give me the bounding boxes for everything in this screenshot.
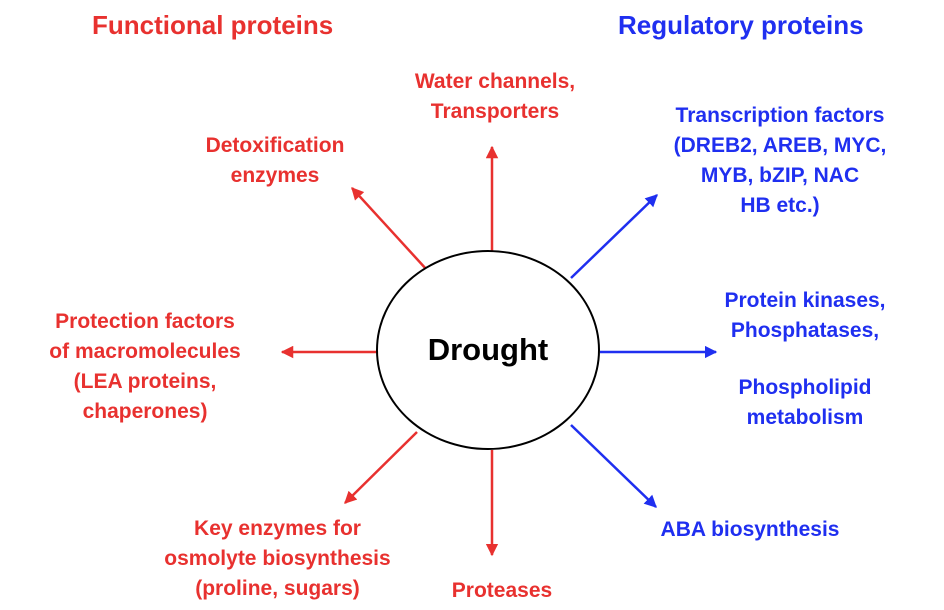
aba-biosynthesis-label: ABA biosynthesis — [630, 515, 870, 545]
transcription-line-1: Transcription factors — [675, 104, 885, 127]
kinases-line-2: Phosphatases, — [730, 319, 880, 342]
osmolyte-line-1: Key enzymes for — [194, 517, 361, 540]
detoxification-line-1: Detoxification — [205, 134, 345, 157]
osmolyte-line-2: osmolyte biosynthesis — [164, 547, 391, 570]
transcription-factors-label: Transcription factors (DREB2, AREB, MYC,… — [640, 101, 920, 221]
arrow-to-aba-biosynthesis — [570, 424, 657, 508]
phospholipid-line-2: metabolism — [746, 406, 864, 429]
arrow-to-osmolyte-enzymes — [344, 431, 418, 504]
drought-label: Drought — [427, 332, 549, 367]
protection-line-1: Protection factors — [55, 310, 235, 333]
water-channels-line-1: Water channels, — [414, 70, 576, 93]
proteases-line-1: Proteases — [451, 579, 553, 602]
detoxification-label: Detoxification enzymes — [175, 131, 375, 191]
kinases-line-1: Protein kinases, — [724, 289, 886, 312]
phospholipid-line-1: Phospholipid — [738, 376, 872, 399]
water-channels-label: Water channels, Transporters — [395, 67, 595, 127]
water-channels-line-2: Transporters — [430, 100, 560, 123]
protection-factors-label: Protection factors of macromolecules (LE… — [20, 307, 270, 427]
osmolyte-enzymes-label: Key enzymes for osmolyte biosynthesis (p… — [135, 514, 420, 604]
arrow-to-transcription-factors — [570, 194, 658, 279]
osmolyte-line-3: (proline, sugars) — [195, 577, 360, 600]
detoxification-line-2: enzymes — [230, 164, 320, 187]
transcription-line-4: HB etc.) — [740, 194, 820, 217]
drought-circle — [376, 250, 600, 450]
proteases-label: Proteases — [432, 576, 572, 606]
transcription-line-2: (DREB2, AREB, MYC, — [673, 134, 887, 157]
regulatory-proteins-heading: Regulatory proteins — [618, 10, 864, 40]
phospholipid-label: Phospholipid metabolism — [695, 373, 915, 433]
kinases-label: Protein kinases, Phosphatases, — [695, 286, 915, 346]
aba-line-1: ABA biosynthesis — [660, 518, 840, 541]
protection-line-4: chaperones) — [82, 400, 208, 423]
protection-line-3: (LEA proteins, — [73, 370, 217, 393]
arrow-to-detoxification — [351, 187, 428, 271]
transcription-line-3: MYB, bZIP, NAC — [700, 164, 860, 187]
protection-line-2: of macromolecules — [49, 340, 241, 363]
functional-proteins-heading: Functional proteins — [92, 10, 334, 40]
